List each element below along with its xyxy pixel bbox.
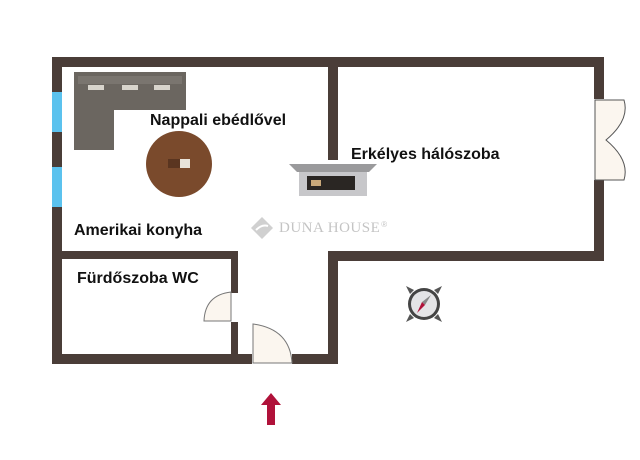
wall-bottom-right bbox=[292, 354, 338, 364]
entrance-door-icon[interactable] bbox=[252, 323, 294, 365]
wall-hall-right bbox=[328, 251, 338, 364]
balcony-door-icon[interactable] bbox=[594, 98, 630, 182]
sofa-icon bbox=[74, 72, 186, 150]
wall-left bbox=[52, 57, 62, 364]
wall-bath-right-bottom bbox=[231, 322, 238, 362]
wall-bath-top bbox=[52, 251, 238, 259]
watermark-text: DUNA HOUSE bbox=[279, 219, 381, 236]
room-label-bedroom: Erkélyes hálószoba bbox=[351, 146, 500, 163]
wall-divider-vertical bbox=[328, 57, 338, 160]
bathroom-door-icon[interactable] bbox=[203, 291, 233, 323]
arrow-up-icon bbox=[261, 393, 281, 425]
fireplace-icon bbox=[289, 164, 377, 196]
compass-icon bbox=[406, 286, 442, 322]
room-label-kitchen: Amerikai konyha bbox=[74, 222, 203, 239]
room-label-bathroom: Fürdőszoba WC bbox=[77, 270, 199, 287]
wall-bedroom-bottom bbox=[328, 251, 604, 261]
room-label-living: Nappali ebédlővel bbox=[150, 112, 287, 129]
diamond-logo-icon bbox=[251, 217, 273, 239]
watermark-logo: DUNA HOUSE ® bbox=[250, 216, 387, 240]
wall-right-top bbox=[594, 57, 604, 99]
dining-table-icon bbox=[146, 131, 212, 197]
wall-bath-right-top bbox=[231, 251, 238, 293]
wall-right-bottom bbox=[594, 180, 604, 260]
watermark-registered: ® bbox=[381, 219, 388, 229]
window-left-bottom bbox=[52, 167, 62, 207]
window-left-top bbox=[52, 92, 62, 132]
wall-bottom-left bbox=[52, 354, 252, 364]
